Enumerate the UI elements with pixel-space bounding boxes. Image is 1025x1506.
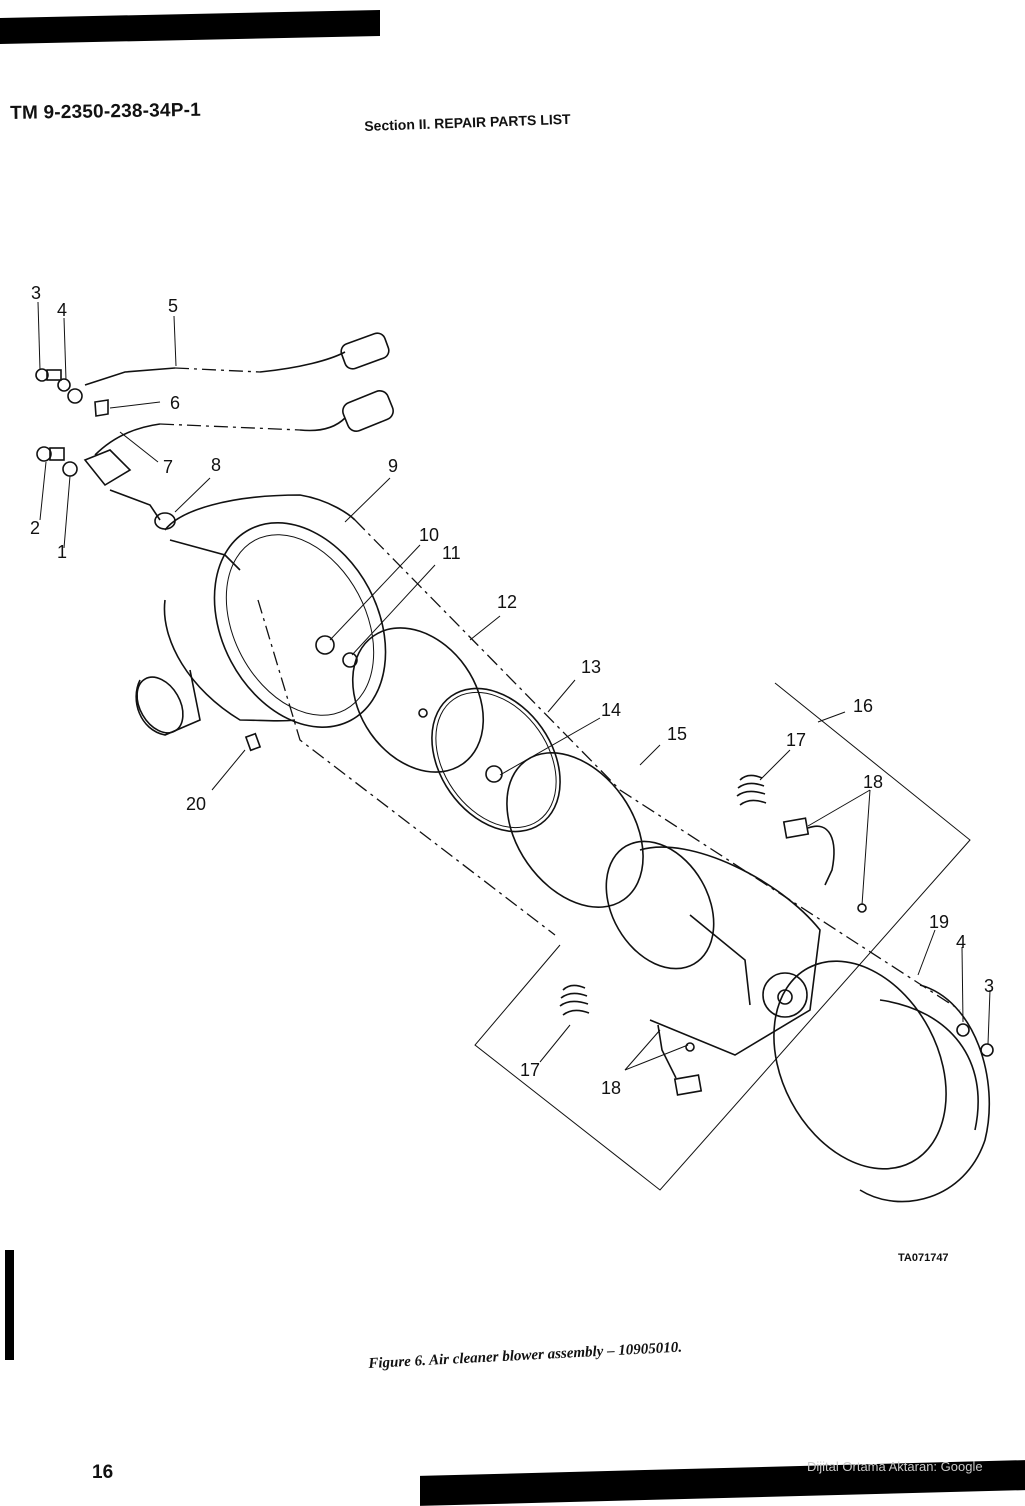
- callout-17-upper: 17: [786, 730, 806, 750]
- scan-watermark: Dijital Ortama Aktaran: Google: [807, 1459, 983, 1474]
- clip-part-6: [94, 399, 109, 417]
- callout-8: 8: [211, 455, 221, 475]
- blower-housing-part-9: [135, 494, 387, 736]
- wire-lead-part-5: [84, 332, 390, 386]
- callout-14: 14: [601, 700, 621, 720]
- spring-lower: [559, 984, 590, 1016]
- callout-17-lower: 17: [520, 1060, 540, 1080]
- callout-20: 20: [186, 794, 206, 814]
- callout-4: 4: [57, 300, 67, 320]
- callout-3-right: 3: [984, 976, 994, 996]
- callout-5: 5: [168, 296, 178, 316]
- ring-part-13: [431, 687, 561, 833]
- wire-lead-part-7: [94, 390, 394, 456]
- callout-4-right: 4: [956, 932, 966, 952]
- callout-10: 10: [419, 525, 439, 545]
- bolt-and-washer: [36, 446, 78, 477]
- callout-9: 9: [388, 456, 398, 476]
- pin-part-20: [244, 732, 262, 752]
- callout-18-upper: 18: [863, 772, 883, 792]
- brush-lower: [657, 1024, 703, 1096]
- impeller-part-12: [351, 627, 485, 773]
- screw-and-washer-top: [35, 368, 83, 404]
- washer-part-14: [485, 765, 503, 783]
- gasket-part-15: [506, 752, 644, 908]
- callout-labels: 1 2 3 4 5 6 7 8 9 10 11 12 13 14 15 16 1…: [30, 283, 994, 1098]
- leader-lines: [37, 301, 991, 1071]
- brush-upper: [782, 817, 867, 913]
- callout-16: 16: [853, 696, 873, 716]
- callout-18-lower: 18: [601, 1078, 621, 1098]
- callout-1: 1: [57, 542, 67, 562]
- callout-19: 19: [929, 912, 949, 932]
- page-number: 16: [92, 1462, 114, 1483]
- callout-15: 15: [667, 724, 687, 744]
- callout-11: 11: [442, 543, 461, 563]
- mount-bracket: [83, 449, 176, 530]
- callout-13: 13: [581, 657, 601, 677]
- motor-assembly-part-16: [474, 682, 971, 1191]
- callout-3: 3: [31, 283, 41, 303]
- drawing-code: TA071747: [898, 1252, 949, 1264]
- callout-2: 2: [30, 518, 40, 538]
- callout-6: 6: [170, 393, 180, 413]
- spring-upper: [736, 774, 767, 806]
- callout-7: 7: [163, 457, 173, 477]
- left-edge-mark: [5, 1250, 14, 1360]
- callout-12: 12: [497, 592, 517, 612]
- end-cover-part-19: [773, 960, 994, 1203]
